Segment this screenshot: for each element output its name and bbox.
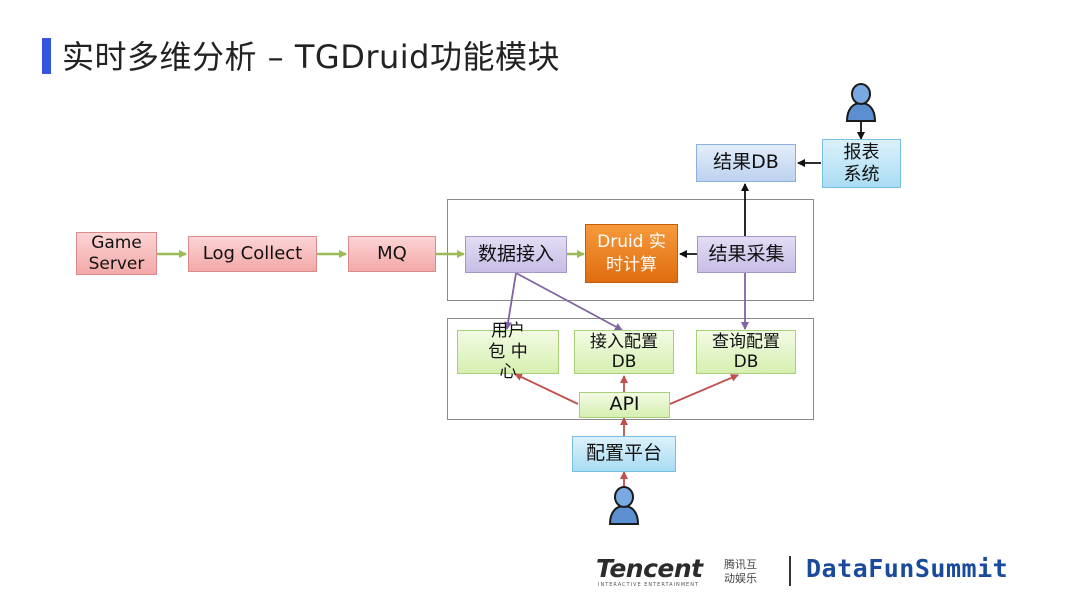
tencent-logo-cn: 腾讯互动娱乐	[724, 558, 757, 585]
node-game-server: Game Server	[76, 232, 157, 275]
page-title: 实时多维分析 – TGDruid功能模块	[62, 38, 560, 76]
node-query-config-db: 查询配置 DB	[696, 330, 796, 374]
arrow-api-to-querydb	[669, 374, 739, 405]
arrow-ingest-to-userpkg	[504, 272, 517, 330]
user-icon	[845, 83, 877, 122]
title-accent-bar	[42, 38, 51, 74]
node-config-platform: 配置平台	[572, 436, 676, 472]
user-icon	[608, 486, 640, 525]
arrow-api-to-userpkg	[514, 373, 579, 405]
node-report-system: 报表 系统	[822, 139, 901, 188]
compute-group-frame	[447, 199, 814, 301]
config-group-frame	[447, 318, 814, 420]
node-mq: MQ	[348, 236, 436, 272]
node-druid: Druid 实时计算	[585, 224, 678, 283]
node-result-collect: 结果采集	[697, 236, 796, 273]
node-data-ingest: 数据接入	[465, 236, 567, 273]
datafun-logo: DataFunSummit	[806, 554, 1009, 583]
node-api: API	[579, 392, 670, 418]
node-result-db: 结果DB	[696, 144, 796, 182]
node-log-collect: Log Collect	[188, 236, 317, 272]
arrow-ingest-to-ingestdb	[515, 272, 623, 331]
node-user-package-center: 用户包 中心	[457, 321, 559, 382]
tencent-logo: Tencent	[596, 554, 703, 583]
node-ingest-config-db: 接入配置 DB	[574, 330, 674, 374]
tencent-logo-subtitle: INTERACTIVE ENTERTAINMENT	[598, 582, 700, 588]
footer-divider	[789, 556, 791, 586]
